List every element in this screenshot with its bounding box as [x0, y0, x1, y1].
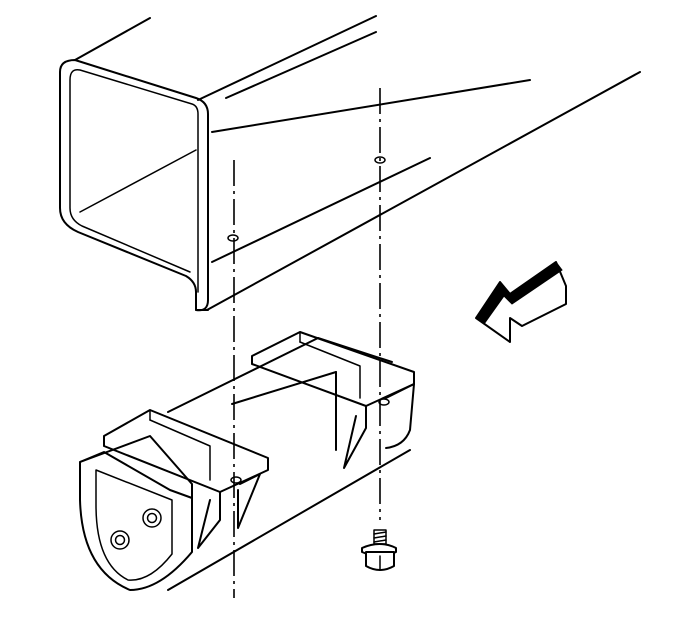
bracket-body-bottom	[167, 449, 411, 591]
bolt	[361, 529, 397, 571]
frame-rail-mid-edge	[225, 31, 377, 99]
frame-rail-top-edge	[74, 17, 151, 61]
bracket-end-cap-inner	[95, 469, 173, 581]
rail-hole-front	[227, 234, 239, 242]
frame-rail-flange	[195, 291, 209, 311]
end-cap-hole-lower	[110, 530, 130, 550]
frame-rail-open-end-inner	[69, 68, 199, 293]
rear-saddle-hole	[378, 398, 390, 406]
frame-rail-bottom-edge-2	[211, 157, 431, 263]
frame-rail-open-end-outer	[59, 59, 209, 312]
frame-rail-bottom-edge	[206, 71, 641, 311]
bracket-end-cap-top	[79, 435, 193, 499]
frame-rail-side-edge	[211, 79, 531, 133]
end-cap-hole-upper	[142, 508, 162, 528]
front-saddle	[103, 409, 269, 549]
front-saddle-hole	[230, 476, 242, 484]
bracket-end-cap	[79, 451, 193, 591]
frame-rail-top-edge-2	[197, 15, 377, 101]
front-direction-arrow-icon	[475, 261, 567, 343]
rear-saddle	[251, 331, 415, 469]
crossmember-bracket	[79, 331, 415, 591]
rail-hole-rear	[374, 156, 386, 164]
frame-rail	[59, 15, 641, 312]
arrow-shade	[475, 261, 563, 325]
frame-rail-inner-floor	[79, 149, 197, 213]
bracket-body-back	[231, 371, 337, 405]
